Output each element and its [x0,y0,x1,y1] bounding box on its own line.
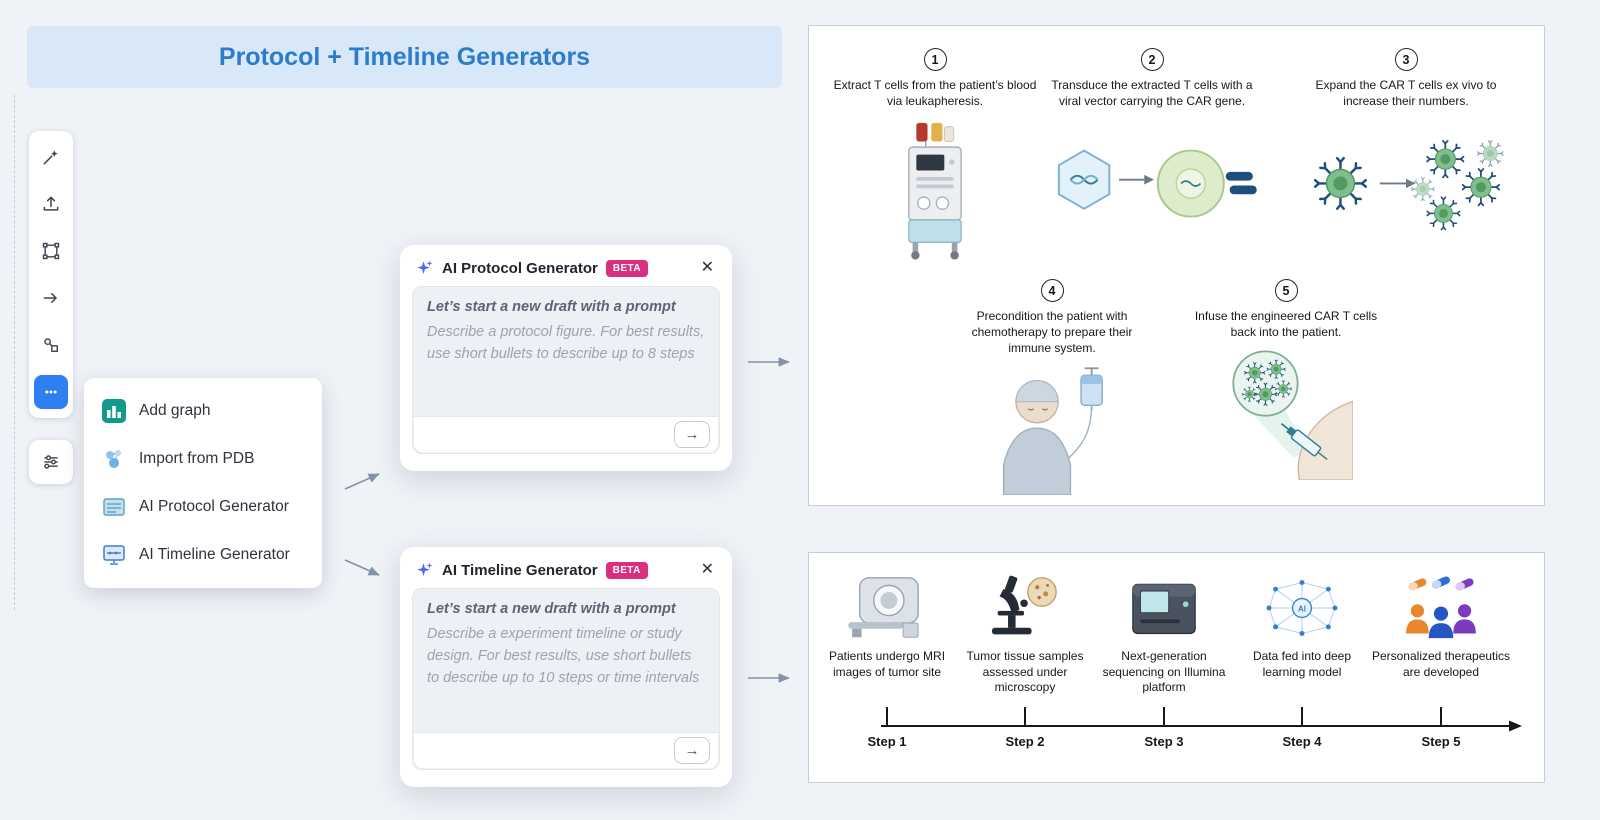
upload-icon[interactable] [34,187,68,221]
step-text: Expand the CAR T cells ex vivo to increa… [1315,78,1497,109]
step-label-4: Step 4 [1282,734,1322,749]
mri-scanner-illustration [848,577,919,638]
close-icon[interactable]: ✕ [700,259,714,276]
protocol-step-5: 5 Infuse the engineered CAR T cells back… [1183,279,1389,481]
dialog-header: AI Protocol Generator BETA ✕ [400,245,732,286]
more-tools-icon[interactable] [34,375,68,409]
patient-chemotherapy-illustration [1002,366,1103,495]
step-number: 5 [1274,279,1298,302]
timeline-item-label: Personalized therapeutics are developed [1371,649,1511,679]
ai-timeline-generator-dialog: AI Timeline Generator BETA ✕ Let’s start… [400,547,732,787]
protocol-figure-panel[interactable]: 1 Extract T cells from the patient’s blo… [808,25,1545,506]
close-icon[interactable]: ✕ [700,561,714,578]
sequencer-illustration [1132,583,1196,635]
molecule-icon [106,450,121,468]
beta-badge: BETA [605,561,648,579]
canvas-guide [14,95,15,610]
left-toolbar [29,131,73,418]
prompt-placeholder: Describe a experiment timeline or study … [427,626,700,686]
sparkle-icon [417,260,433,274]
microscope-illustration [992,575,1057,635]
step-text: Precondition the patient with chemothera… [971,309,1133,356]
menu-item-label: Add graph [139,402,211,419]
step-text: Extract T cells from the patient’s blood… [833,78,1037,109]
step-number: 3 [1394,48,1418,71]
beta-badge: BETA [605,259,648,277]
dialog-title: AI Protocol Generator [442,259,598,277]
prompt-footer: → [414,416,718,452]
step-number: 1 [923,48,947,71]
timeline-item-5: Personalized therapeutics are developed [1371,575,1511,680]
protocol-step-3: 3 Expand the CAR T cells ex vivo to incr… [1295,48,1517,234]
timeline-item-3: Next-generation sequencing on Illumina p… [1094,575,1234,696]
timeline-axis [881,707,1522,732]
step-number: 2 [1140,48,1164,71]
dialog-title: AI Timeline Generator [442,561,598,579]
apheresis-machine-illustration [908,123,962,260]
step-label-3: Step 3 [1144,734,1184,749]
neural-network-illustration: AI [1266,580,1338,636]
menu-item-ai-timeline-generator[interactable]: AI Timeline Generator [84,531,322,579]
menu-item-add-graph[interactable]: Add graph [84,387,322,435]
menu-item-import-pdb[interactable]: Import from PDB [84,435,322,483]
step-text: Transduce the extracted T cells with a v… [1051,78,1253,109]
arrow-tool-icon[interactable] [34,281,68,315]
viral-transduction-illustration [1057,149,1257,218]
ai-pen-icon[interactable] [34,140,68,174]
prompt-heading: Let’s start a new draft with a prompt [427,601,676,617]
timeline-figure-panel[interactable]: Patients undergo MRI images of tumor sit… [808,552,1545,783]
prompt-footer: → [414,732,718,768]
page-title: Protocol + Timeline Generators [27,26,782,88]
insert-menu: Add graph Import from PDB AI Protocol Ge… [84,378,322,588]
step-label-1: Step 1 [867,734,907,749]
flowchart-icon[interactable] [34,328,68,362]
step-number: 4 [1040,279,1064,302]
infusion-illustration [1232,350,1353,481]
bar-chart-icon [102,399,126,423]
menu-item-label: Import from PDB [139,450,255,467]
prompt-input[interactable]: Let’s start a new draft with a prompt De… [412,588,720,770]
prompt-input[interactable]: Let’s start a new draft with a prompt De… [412,286,720,454]
timeline-item-label: Patients undergo MRI images of tumor sit… [828,649,946,679]
timeline-item-label: Data fed into deep learning model [1252,649,1352,679]
step-label-2: Step 2 [1005,734,1045,749]
send-button[interactable]: → [674,421,710,448]
timeline-item-4: AI Data fed into deep learning model [1232,575,1372,680]
step-label-5: Step 5 [1421,734,1461,749]
dialog-header: AI Timeline Generator BETA ✕ [400,547,732,588]
step-text: Infuse the engineered CAR T cells back i… [1194,309,1378,340]
artboard-icon[interactable] [34,234,68,268]
ai-label: AI [1298,604,1306,613]
protocol-step-4: 4 Precondition the patient with chemothe… [949,279,1155,495]
protocol-step-2: 2 Transduce the extracted T cells with a… [1041,48,1263,234]
timeline-generator-icon [103,545,125,565]
send-button[interactable]: → [674,737,710,764]
timeline-item-2: Tumor tissue samples assessed under micr… [955,575,1095,696]
timeline-item-label: Next-generation sequencing on Illumina p… [1102,649,1226,695]
timeline-item-label: Tumor tissue samples assessed under micr… [966,649,1084,695]
protocol-step-1: 1 Extract T cells from the patient’s blo… [827,48,1043,261]
menu-item-label: AI Timeline Generator [139,546,290,563]
timeline-item-1: Patients undergo MRI images of tumor sit… [817,575,957,680]
ai-protocol-generator-dialog: AI Protocol Generator BETA ✕ Let’s start… [400,245,732,471]
sliders-icon[interactable] [29,440,73,484]
menu-item-label: AI Protocol Generator [139,498,289,515]
prompt-placeholder: Describe a protocol figure. For best res… [427,324,705,362]
menu-item-ai-protocol-generator[interactable]: AI Protocol Generator [84,483,322,531]
protocol-generator-icon [103,498,125,516]
therapeutics-illustration [1406,576,1476,639]
cell-expansion-illustration [1303,131,1509,234]
prompt-heading: Let’s start a new draft with a prompt [427,299,676,315]
sparkle-icon [417,562,433,576]
